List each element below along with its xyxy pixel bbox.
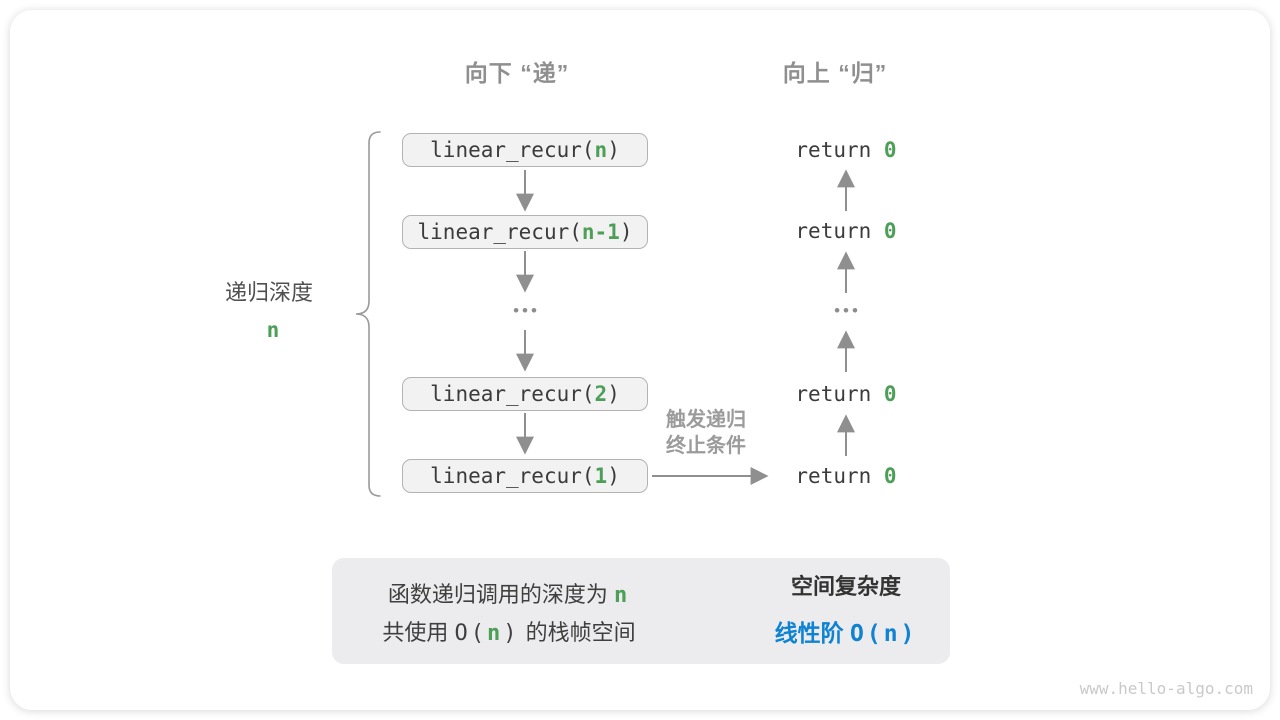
return-value: 0: [883, 382, 897, 406]
call-box-n: linear_recur(n): [402, 133, 648, 167]
call-text: ): [607, 138, 620, 162]
return-value: 0: [883, 219, 897, 243]
big-o-n: n: [487, 621, 504, 646]
call-text: ): [607, 464, 620, 488]
return-keyword: return: [795, 138, 884, 162]
return-value: 0: [883, 138, 897, 162]
complexity-order-label: 线性阶: [774, 620, 850, 646]
summary-panel: [332, 558, 950, 664]
header-ascend: 向上 “归”: [782, 60, 888, 86]
call-box-n-1: linear_recur(n-1): [402, 215, 648, 249]
call-arg: 2: [594, 382, 608, 406]
call-arg: 1: [594, 464, 608, 488]
return-keyword: return: [795, 464, 884, 488]
return-statement: return 0: [795, 382, 896, 406]
call-arg: n-1: [581, 220, 620, 244]
return-keyword: return: [795, 219, 884, 243]
space-complexity-value: 线性阶 O(n): [775, 614, 918, 648]
trigger-line2: 终止条件: [666, 435, 746, 457]
ellipsis-returns: •••: [834, 301, 861, 320]
return-statement: return 0: [795, 464, 896, 488]
summary-left-line2: 共使用 O(n) 的栈帧空间: [382, 615, 635, 647]
call-text: linear_recur(: [430, 382, 595, 406]
watermark: www.hello-algo.com: [1079, 679, 1253, 698]
call-box-2: linear_recur(2): [402, 377, 648, 411]
summary-text: 的栈帧空间: [519, 620, 636, 645]
call-text: linear_recur(: [430, 138, 595, 162]
call-text: linear_recur(: [417, 220, 582, 244]
depth-value: n: [266, 318, 280, 342]
return-keyword: return: [795, 382, 884, 406]
summary-left-line1: 函数递归调用的深度为 n: [388, 577, 630, 609]
return-statement: return 0: [795, 219, 896, 243]
summary-text: 共使用: [382, 620, 455, 645]
depth-label: 递归深度: [224, 280, 314, 305]
big-o-open: O(: [454, 621, 487, 646]
space-complexity-title: 空间复杂度: [790, 574, 902, 599]
return-value: 0: [883, 464, 897, 488]
big-o-close: ): [503, 621, 520, 646]
summary-n: n: [613, 583, 631, 608]
summary-text: 函数递归调用的深度为: [387, 582, 614, 607]
call-text: linear_recur(: [430, 464, 595, 488]
header-descend: 向下 “递”: [464, 60, 570, 86]
call-text: ): [619, 220, 633, 244]
trigger-line1: 触发递归: [666, 409, 746, 431]
call-box-1: linear_recur(1): [402, 459, 648, 493]
call-text: ): [607, 382, 620, 406]
call-arg: n: [594, 138, 608, 162]
ellipsis-calls: •••: [513, 301, 540, 320]
return-statement: return 0: [795, 138, 896, 162]
trigger-label: 触发递归 终止条件: [666, 407, 746, 459]
complexity-big-o: O(n): [850, 621, 918, 647]
